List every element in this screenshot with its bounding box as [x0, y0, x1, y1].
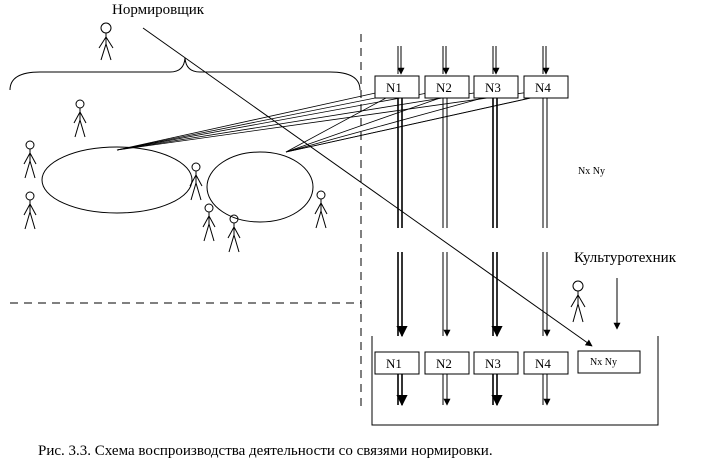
norm-connection-lines: [116, 91, 541, 153]
top-input-arrows: [397, 46, 550, 75]
bottom-frame: [371, 336, 659, 426]
norm-box-top-1: [374, 75, 420, 99]
bottom-output-arrows: [396, 374, 551, 407]
person-figures: [23, 99, 586, 323]
norm-box-top-2-label: N2: [436, 80, 452, 95]
norm-box-top-4-label: N4: [535, 80, 551, 95]
normirovshik-link-line: [142, 27, 593, 347]
group-brace: [9, 57, 361, 91]
norm-box-top-3: [473, 75, 519, 99]
top-norm-boxes: N1 N2 N3 N4: [374, 75, 569, 99]
norm-box-bottom-4: [523, 351, 569, 375]
norm-box-bottom-4-label: N4: [535, 356, 551, 371]
nxny-box: [577, 350, 641, 374]
group-ellipse-right: [206, 151, 314, 223]
norm-box-bottom-3: [473, 351, 519, 375]
group-ellipse-left: [41, 146, 193, 214]
norm-box-top-1-label: N1: [386, 80, 402, 95]
norm-box-top-3-label: N3: [485, 80, 501, 95]
norm-box-bottom-2-label: N2: [436, 356, 452, 371]
bottom-norm-boxes: N1 N2 N3 N4 Nx Ny: [374, 350, 641, 375]
vertical-flows: [396, 98, 551, 338]
nxny-floating-label: Nx Ny: [578, 166, 605, 177]
nxny-box-label: Nx Ny: [590, 357, 617, 368]
normirovshik-figure: [98, 22, 114, 61]
figure-caption: Рис. 3.3. Схема воспроизводства деятельн…: [38, 443, 493, 459]
norm-box-bottom-3-label: N3: [485, 356, 501, 371]
norm-box-bottom-1-label: N1: [386, 356, 402, 371]
kulturotekhnik-label: Культуротехник: [574, 250, 677, 266]
norm-box-top-4: [523, 75, 569, 99]
normirovshik-label: Нормировщик: [112, 2, 205, 18]
norm-box-bottom-1: [374, 351, 420, 375]
